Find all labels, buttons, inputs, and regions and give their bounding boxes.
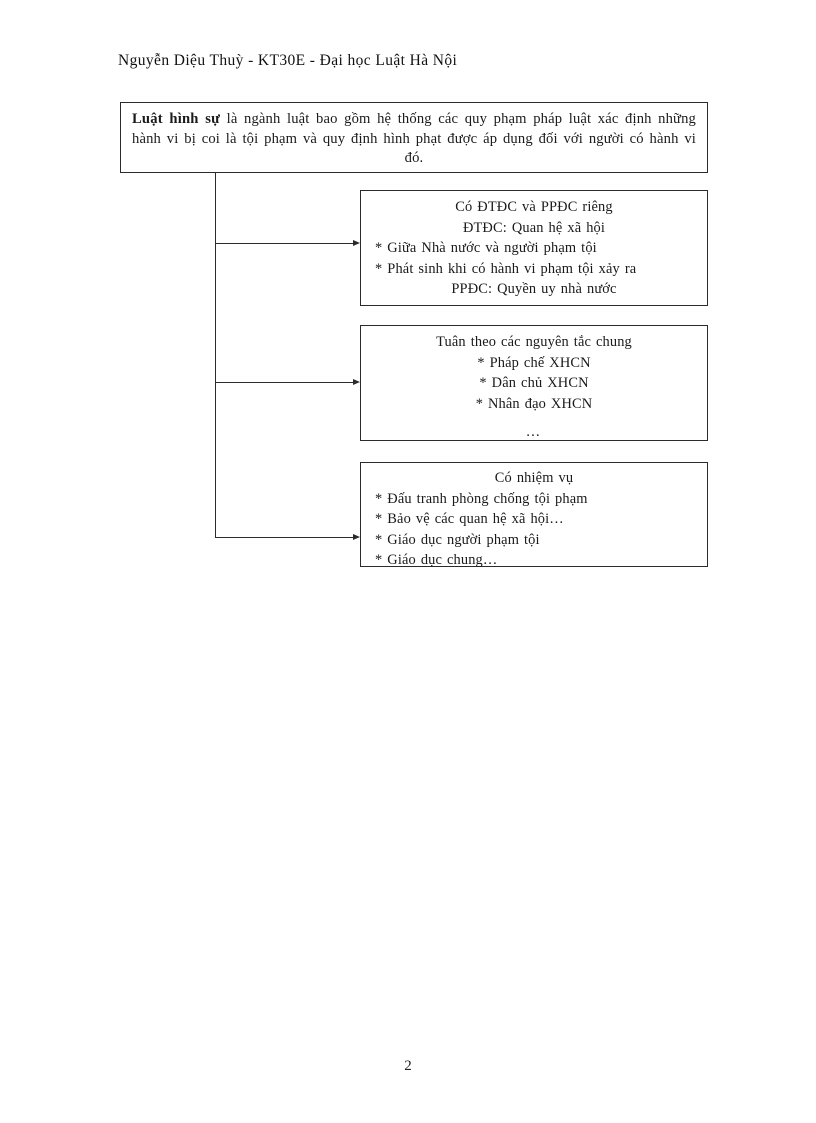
branch-box-dtdc-ppdc: Có ĐTĐC và PPĐC riêng ĐTĐC: Quan hệ xã h… (360, 190, 708, 306)
branch-line: * Giữa Nhà nước và người phạm tội (375, 240, 597, 257)
branch-line: * Phát sinh khi có hành vi phạm tội xảy … (375, 260, 637, 277)
branch-line: PPĐC: Quyền uy nhà nước (451, 281, 617, 298)
spacer (369, 414, 699, 422)
branch-box-nhiem-vu: Có nhiệm vụ * Đấu tranh phòng chống tội … (360, 462, 708, 568)
arrow-head-icon-1 (353, 240, 360, 246)
connector-branch-1 (216, 243, 354, 245)
branch-line: Tuân theo các nguyên tắc chung (436, 334, 632, 350)
arrow-head-icon-3 (353, 534, 360, 540)
definition-box: Luật hình sự là ngành luật bao gồm hệ th… (120, 102, 708, 173)
definition-body: là ngành luật bao gồm hệ thống các quy p… (132, 111, 696, 166)
branch-line: Có nhiệm vụ (494, 470, 574, 486)
page-header: Nguyễn Diệu Thuỳ - KT30E - Đại học Luật … (118, 52, 458, 69)
branch-line: * Giáo dục người phạm tội (375, 531, 540, 548)
connector-branch-3 (216, 537, 354, 539)
branch-line: * Giáo dục chung… (375, 552, 498, 569)
branch-box-3-content: Có nhiệm vụ * Đấu tranh phòng chống tội … (361, 463, 707, 571)
branch-line: * Dân chủ XHCN (479, 375, 589, 392)
arrow-head-icon-2 (353, 379, 360, 385)
branch-line-ellipsis: … (525, 424, 543, 441)
branch-line: * Nhân đạo XHCN (475, 395, 593, 412)
definition-lead-term: Luật hình sự (132, 111, 221, 127)
branch-line: Có ĐTĐC và PPĐC riêng (455, 199, 613, 215)
branch-box-1-content: Có ĐTĐC và PPĐC riêng ĐTĐC: Quan hệ xã h… (361, 191, 707, 300)
definition-text: Luật hình sự là ngành luật bao gồm hệ th… (132, 110, 696, 169)
branch-box-2-content: Tuân theo các nguyên tắc chung * Pháp ch… (361, 326, 707, 443)
branch-line: * Đấu tranh phòng chống tội phạm (375, 490, 588, 507)
branch-line: * Bảo vệ các quan hệ xã hội… (375, 511, 564, 528)
connector-trunk-vertical (215, 172, 217, 538)
branch-line: * Pháp chế XHCN (477, 354, 591, 371)
connector-branch-2 (216, 382, 354, 384)
branch-line: ĐTĐC: Quan hệ xã hội (462, 219, 606, 236)
branch-box-nguyen-tac-chung: Tuân theo các nguyên tắc chung * Pháp ch… (360, 325, 708, 441)
page-number: 2 (404, 1058, 412, 1074)
